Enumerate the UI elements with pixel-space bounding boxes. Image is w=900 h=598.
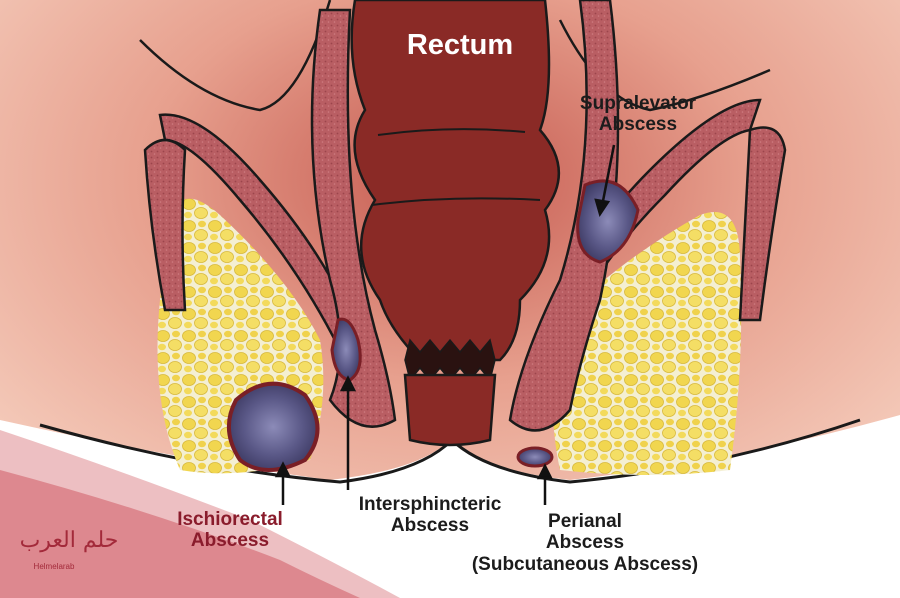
pelvis-line-left [139, 0, 332, 112]
watermark-arabic-text: حلم العرب [19, 528, 119, 553]
obturator-muscle-right [738, 126, 787, 322]
perianal-abscess-label: Perianal Abscess (Subcutaneous Abscess) [445, 511, 725, 575]
perianal-label-line3: (Subcutaneous Abscess) [471, 553, 699, 575]
intersphincteric-abscess-label: Intersphincteric Abscess [330, 494, 530, 537]
ischiorectal-label-line1: Ischiorectal [177, 509, 283, 530]
watermark-logo: حلم العرب Helmelarab [14, 528, 124, 578]
ischiorectal-label-line2: Abscess [190, 530, 270, 552]
perianal-label-line1: Perianal [548, 511, 622, 532]
intersphincteric-label-line1: Intersphincteric [358, 494, 502, 515]
perianal-label-line2: Abscess [545, 532, 625, 554]
intersphincteric-abscess [330, 317, 362, 382]
arrowhead-perianal [536, 463, 554, 480]
arrow-supralevator [600, 144, 616, 207]
rectum [350, 0, 560, 362]
ischiorectal-abscess-label: Ischiorectal Abscess [150, 509, 310, 552]
rectum-label-text: Rectum [406, 29, 514, 61]
arrowhead-ischiorectal [274, 461, 292, 478]
intersphincteric-label-line2: Abscess [390, 515, 470, 537]
sphincter-wall-left [310, 8, 397, 428]
watermark-latin-text: Helmelarab [33, 562, 75, 571]
arrowhead-supralevator [594, 198, 611, 217]
arrowhead-intersphincteric [339, 375, 357, 392]
supralevator-label-line2: Abscess [598, 114, 678, 136]
ischiorectal-abscess [226, 381, 320, 472]
perianal-abscess [516, 446, 554, 468]
supralevator-label-line1: Supralevator [579, 93, 697, 114]
supralevator-abscess-label: Supralevator Abscess [568, 93, 708, 136]
obturator-muscle-left [143, 138, 187, 312]
anal-canal [403, 373, 497, 447]
watermark-swoosh-dark [0, 470, 360, 598]
fat-pad-right [552, 212, 742, 475]
rectum-label: Rectum [360, 29, 560, 61]
rectal-fold-lower [371, 197, 541, 206]
supralevator-abscess [576, 179, 640, 264]
rectal-fold-upper [377, 128, 526, 136]
